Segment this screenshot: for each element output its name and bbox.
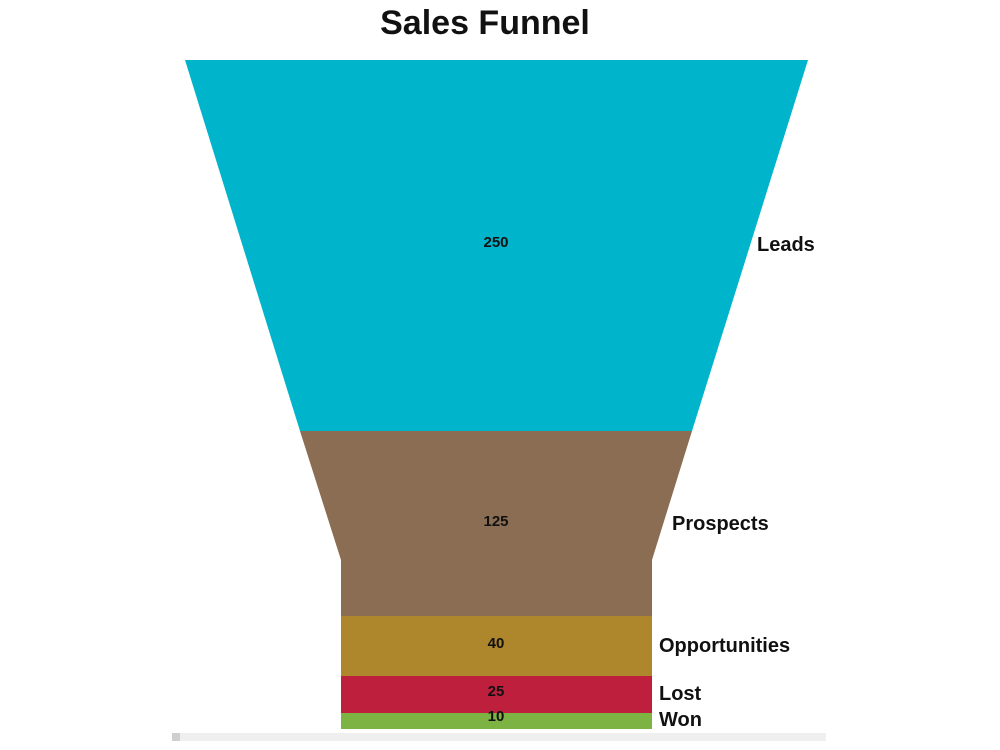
scrollbar-thumb[interactable] bbox=[172, 733, 180, 741]
value-label-lost: 25 bbox=[487, 683, 505, 700]
segment-leads bbox=[185, 60, 808, 431]
segment-prospects bbox=[300, 431, 692, 616]
category-label-lost: Lost bbox=[659, 683, 702, 705]
category-label-won: Won bbox=[659, 709, 702, 731]
value-label-opportunities: 40 bbox=[487, 635, 505, 652]
segment-opportunities bbox=[341, 616, 652, 676]
value-label-prospects: 125 bbox=[483, 513, 509, 530]
category-label-prospects: Prospects bbox=[672, 513, 769, 535]
segment-lost bbox=[341, 676, 652, 713]
chart-title: Sales Funnel bbox=[380, 4, 590, 42]
category-label-leads: Leads bbox=[757, 234, 815, 256]
category-label-opportunities: Opportunities bbox=[659, 635, 791, 657]
value-label-leads: 250 bbox=[483, 234, 509, 251]
value-label-won: 10 bbox=[487, 708, 505, 725]
segment-won bbox=[341, 713, 652, 729]
horizontal-scrollbar[interactable] bbox=[172, 733, 826, 741]
